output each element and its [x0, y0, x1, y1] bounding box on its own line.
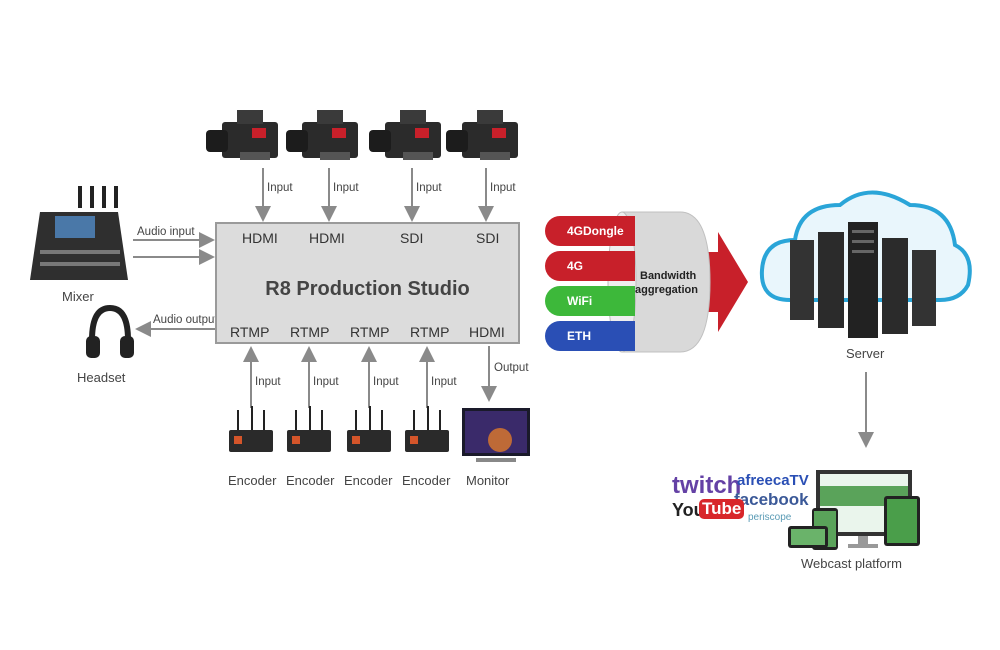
- monitor-icon: [462, 408, 530, 462]
- server-label: Server: [846, 346, 885, 361]
- link-4gdongle: 4GDongle: [545, 216, 635, 246]
- camera-1-icon: [206, 110, 278, 160]
- encoder-4-icon: [405, 406, 449, 452]
- link-eth: ETH: [545, 321, 635, 351]
- monitor-label: Monitor: [466, 473, 510, 488]
- camera2-input-label: Input: [333, 182, 359, 194]
- encoder2-input-label: Input: [313, 376, 339, 388]
- aggregation-label-1: Bandwidth: [640, 270, 697, 282]
- studio-input-hdmi-1: HDMI: [242, 230, 278, 246]
- link-wifi: WiFi: [545, 286, 635, 316]
- youtube-you-logo: You: [672, 500, 705, 520]
- encoder-1-icon: [229, 406, 273, 452]
- encoder1-label: Encoder: [228, 473, 277, 488]
- studio-output-rtmp-2: RTMP: [290, 324, 330, 340]
- encoder2-label: Encoder: [286, 473, 335, 488]
- link-4g: 4G: [545, 251, 635, 281]
- audio-output-label: Audio output: [153, 314, 218, 326]
- aggregation-label-2: aggregation: [635, 284, 698, 296]
- studio-output-rtmp-3: RTMP: [350, 324, 390, 340]
- camera-4-icon: [446, 110, 518, 160]
- studio-output-hdmi: HDMI: [469, 324, 505, 340]
- headset-label: Headset: [77, 370, 126, 385]
- studio-output-rtmp-4: RTMP: [410, 324, 450, 340]
- encoder3-input-label: Input: [373, 376, 399, 388]
- audio-input-label: Audio input: [137, 226, 195, 238]
- encoder4-input-label: Input: [431, 376, 457, 388]
- camera4-input-label: Input: [490, 182, 516, 194]
- camera-3-icon: [369, 110, 441, 160]
- studio-input-sdi-1: SDI: [400, 230, 424, 246]
- camera1-input-label: Input: [267, 182, 293, 194]
- studio-input-hdmi-2: HDMI: [309, 230, 345, 246]
- webcast-label: Webcast platform: [801, 556, 902, 571]
- twitch-logo: twitch: [672, 472, 742, 499]
- encoder4-label: Encoder: [402, 473, 451, 488]
- facebook-logo: facebook: [734, 490, 809, 509]
- studio-title: R8 Production Studio: [265, 278, 470, 300]
- studio-input-sdi-2: SDI: [476, 230, 500, 246]
- encoder3-label: Encoder: [344, 473, 393, 488]
- encoder-2-icon: [287, 406, 331, 452]
- encoder-3-icon: [347, 406, 391, 452]
- periscope-logo: periscope: [748, 512, 792, 523]
- afreeca-logo: afreecaTV: [737, 472, 809, 489]
- encoder1-input-label: Input: [255, 376, 281, 388]
- camera3-input-label: Input: [416, 182, 442, 194]
- monitor-output-label: Output: [494, 362, 529, 374]
- youtube-tube-logo: Tube: [699, 499, 745, 519]
- mixer-label: Mixer: [62, 289, 94, 304]
- camera-2-icon: [286, 110, 358, 160]
- production-studio-box: HDMI HDMI SDI SDI R8 Production Studio R…: [215, 222, 520, 344]
- studio-output-rtmp-1: RTMP: [230, 324, 270, 340]
- uplink-arrow: [700, 232, 748, 332]
